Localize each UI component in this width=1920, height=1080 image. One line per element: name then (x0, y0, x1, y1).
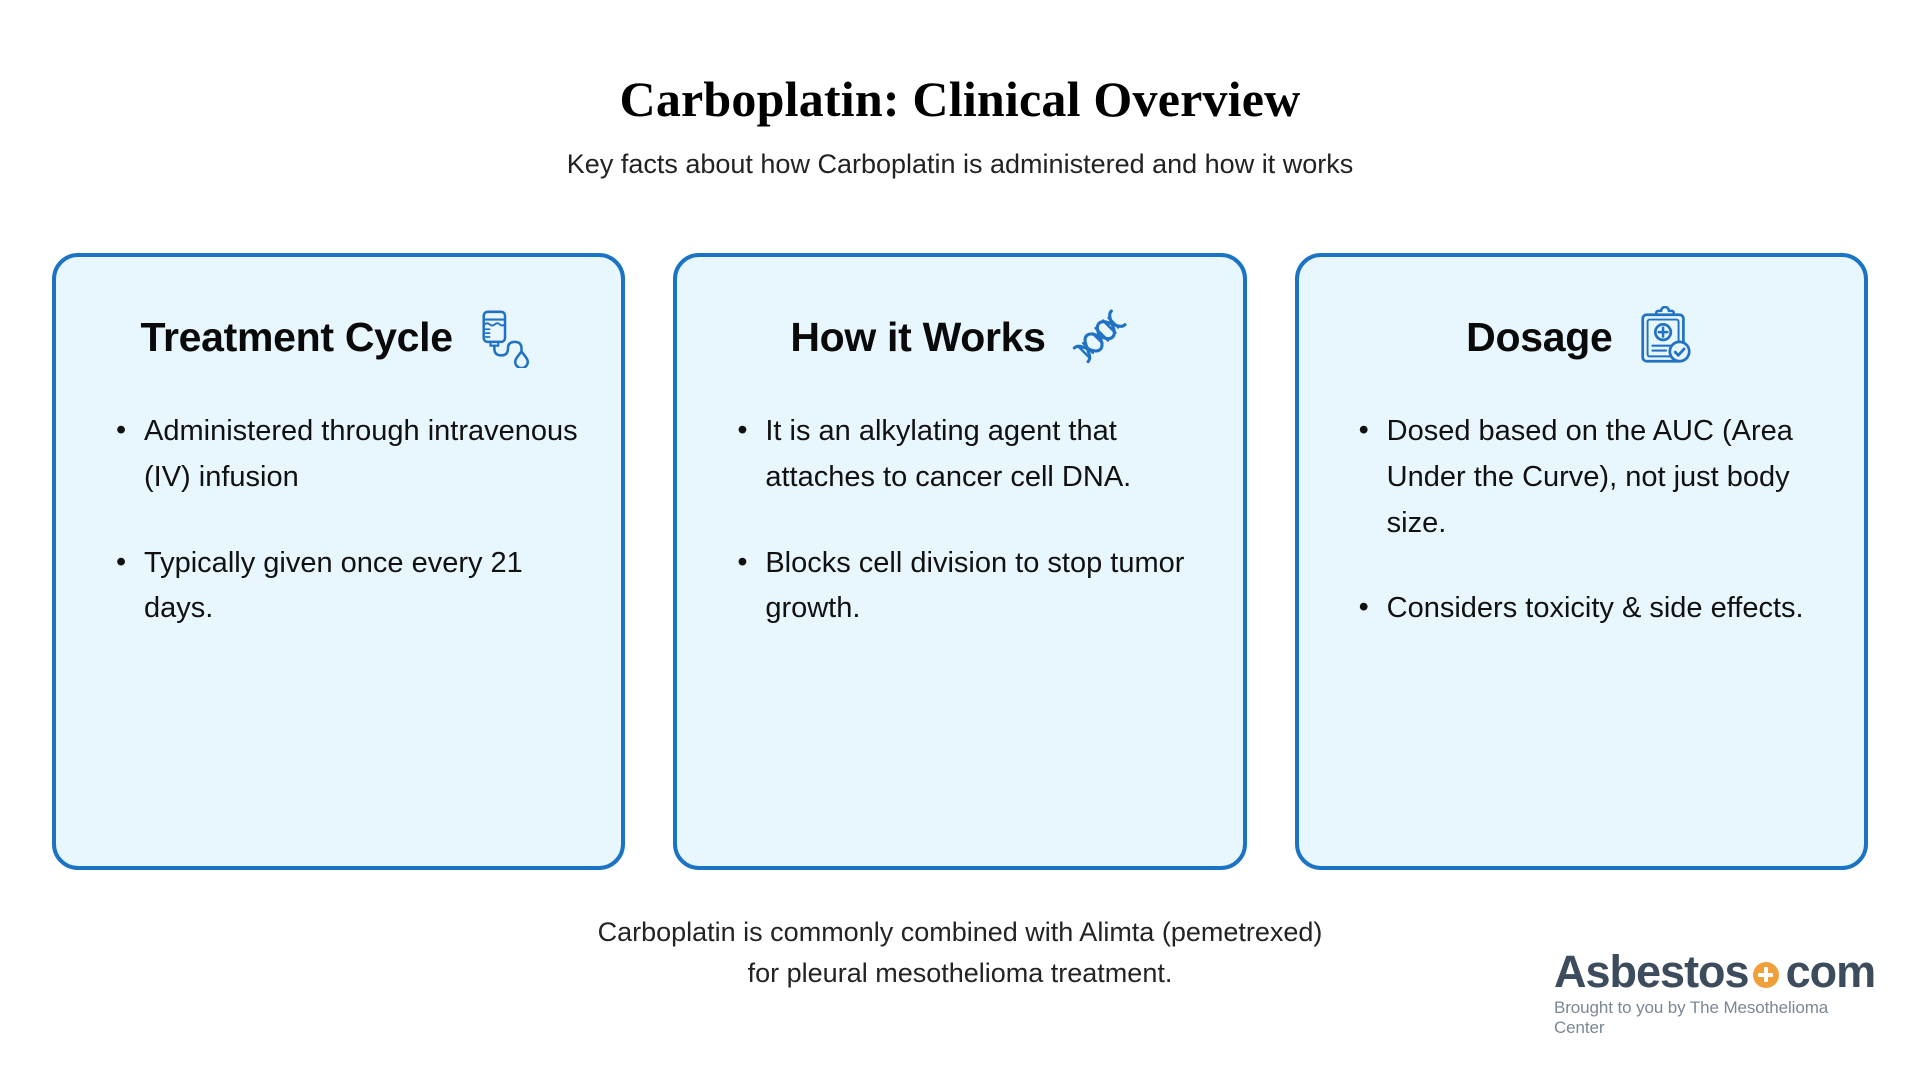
logo-cross-icon (1752, 961, 1779, 988)
card-title: Dosage (1466, 313, 1613, 360)
page-title: Carboplatin: Clinical Overview (619, 71, 1301, 127)
logo-primary-text: Asbestos (1554, 946, 1750, 997)
footer-note-line-2: for pleural mesothelioma treatment. (747, 957, 1173, 988)
card-title: How it Works (790, 313, 1046, 360)
bullet-list: It is an alkylating agent that attaches … (717, 408, 1202, 633)
header: Carboplatin: Clinical Overview Key facts… (0, 0, 1920, 180)
card-how-it-works: How it Works It is an alkylating agent t… (673, 253, 1247, 870)
medical-clipboard-icon (1641, 306, 1692, 363)
card-row: Treatment Cycle Administered through int… (52, 253, 1868, 870)
bullet-list: Dosed based on the AUC (Area Under the C… (1339, 408, 1824, 632)
card-header: Dosage (1339, 301, 1824, 373)
card-dosage: Dosage Dosed based on the AUC (Area Unde… (1294, 253, 1868, 870)
list-item: It is an alkylating agent that attaches … (737, 408, 1202, 501)
card-treatment-cycle: Treatment Cycle Administered through int… (52, 253, 626, 870)
list-item: Typically given once every 21 days. (116, 540, 581, 633)
dna-helix-icon (1072, 309, 1127, 364)
card-title: Treatment Cycle (140, 313, 454, 360)
card-header: Treatment Cycle (96, 301, 581, 373)
card-header: How it Works (717, 301, 1202, 373)
bullet-list: Administered through intravenous (IV) in… (96, 408, 581, 633)
iv-drip-icon (482, 310, 529, 368)
list-item: Dosed based on the AUC (Area Under the C… (1359, 408, 1824, 546)
footer-note-line-1: Carboplatin is commonly combined with Al… (597, 917, 1323, 947)
logo-secondary-text: com (1785, 946, 1877, 997)
list-item: Administered through intravenous (IV) in… (116, 408, 581, 501)
asbestos-com-logo: Asbestos com Brought to you by The Mesot… (1554, 946, 1877, 1038)
logo-tagline: Brought to you by The Mesothelioma Cente… (1554, 998, 1829, 1037)
page-subtitle: Key facts about how Carboplatin is admin… (566, 149, 1354, 179)
list-item: Considers toxicity & side effects. (1359, 585, 1824, 632)
list-item: Blocks cell division to stop tumor growt… (737, 540, 1202, 633)
logo-wordmark: Asbestos com (1554, 946, 1877, 997)
footer-note: Carboplatin is commonly combined with Al… (0, 912, 1920, 993)
